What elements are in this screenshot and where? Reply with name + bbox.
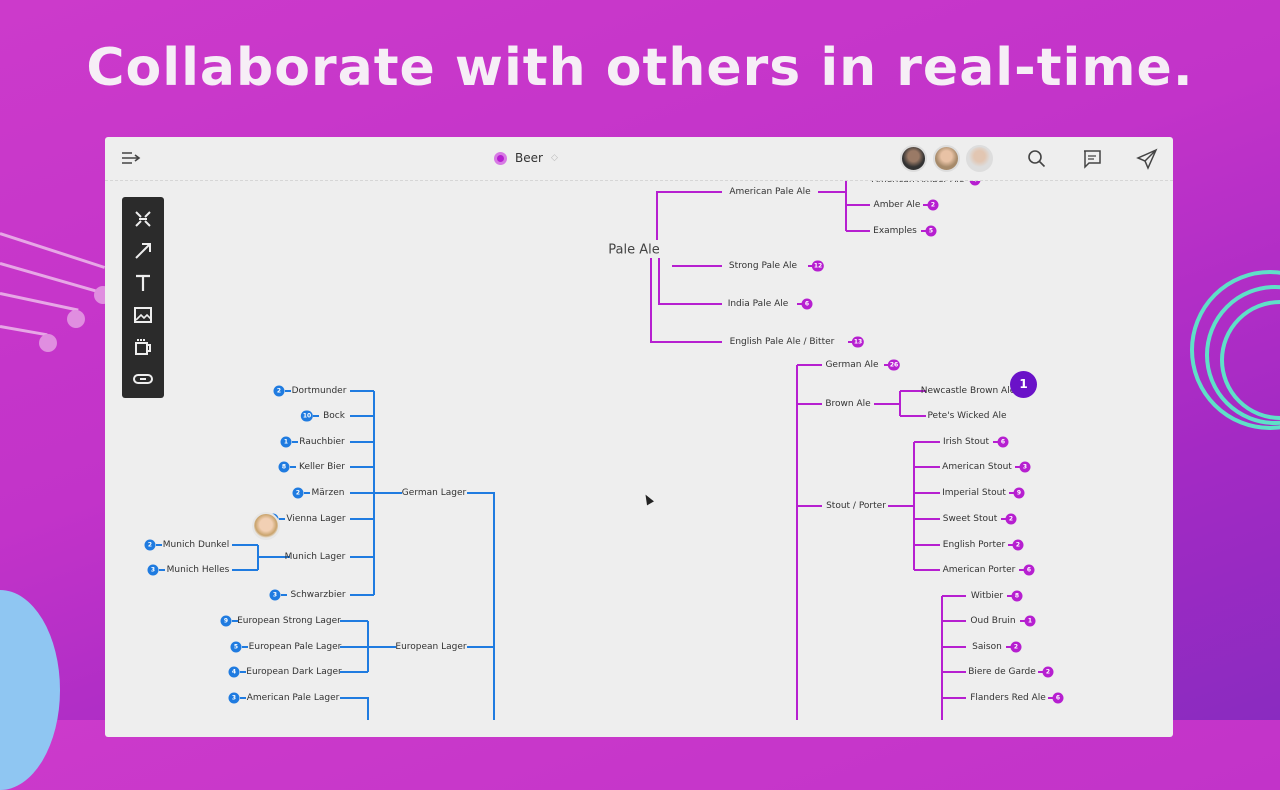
mindmap-node[interactable]: American Pale Ale	[729, 187, 811, 197]
mindmap-node[interactable]: Oud Bruin	[970, 616, 1016, 626]
mindmap-node[interactable]: German Ale	[825, 360, 879, 370]
chevron-down-icon[interactable]: ◇	[550, 153, 558, 163]
comment-icon[interactable]	[1081, 148, 1103, 170]
child-count-badge[interactable]: 4	[969, 181, 981, 186]
mindmap-node[interactable]: European Dark Lager	[246, 667, 342, 677]
mindmap-node[interactable]: Munich Lager	[284, 552, 346, 562]
mindmap-node[interactable]: Dortmunder	[291, 386, 347, 396]
mindmap-node[interactable]: Witbier	[970, 591, 1004, 601]
mindmap-node[interactable]: European Lager	[395, 642, 467, 652]
mindmap-node[interactable]: Vienna Lager	[286, 514, 346, 524]
text-icon[interactable]	[127, 267, 159, 299]
search-icon[interactable]	[1026, 148, 1048, 170]
child-count-badge[interactable]: 1	[1024, 615, 1036, 627]
send-icon[interactable]	[1136, 148, 1158, 170]
tool-palette	[122, 197, 164, 398]
child-count-badge[interactable]: 8	[278, 461, 290, 473]
mindmap-node[interactable]: Stout / Porter	[826, 501, 886, 511]
image-icon[interactable]	[127, 299, 159, 331]
child-count-badge[interactable]: 9	[220, 615, 232, 627]
mug-icon[interactable]	[127, 331, 159, 363]
child-count-badge[interactable]: 2	[927, 199, 939, 211]
mindmap-node[interactable]: Munich Helles	[166, 565, 230, 575]
mindmap-node[interactable]: Märzen	[311, 488, 345, 498]
mindmap-node[interactable]: Examples	[873, 226, 917, 236]
mindmap-canvas[interactable]: American Amber Ale4American Pale AleAmbe…	[105, 181, 1172, 720]
top-bar: Beer ◇	[105, 137, 1173, 181]
menu-icon[interactable]	[121, 151, 141, 165]
child-count-badge[interactable]: 9	[1013, 487, 1025, 499]
mindmap-node[interactable]: English Pale Ale / Bitter	[729, 337, 835, 347]
mindmap-node[interactable]: Rauchbier	[299, 437, 345, 447]
child-count-badge[interactable]: 2	[1010, 641, 1022, 653]
child-count-badge[interactable]: 2	[273, 385, 285, 397]
headline: Collaborate with others in real-time.	[86, 38, 1194, 98]
mindmap-node[interactable]: Brown Ale	[825, 399, 871, 409]
mindmap-node[interactable]: Irish Stout	[942, 437, 990, 447]
mindmap-node[interactable]: Saison	[972, 642, 1002, 652]
mindmap-node[interactable]: Imperial Stout	[942, 488, 1006, 498]
mindmap-node[interactable]: American Amber Ale	[872, 181, 965, 185]
child-count-badge[interactable]: 6	[801, 298, 813, 310]
child-count-badge[interactable]: 3	[1019, 461, 1031, 473]
mindmap-node[interactable]: Pete's Wicked Ale	[927, 411, 1007, 421]
link-icon[interactable]	[127, 363, 159, 395]
mindmap-node[interactable]: Keller Bier	[298, 462, 346, 472]
child-count-badge[interactable]: 3	[147, 564, 159, 576]
child-count-badge[interactable]: 10	[300, 410, 314, 422]
mindmap-node[interactable]: Strong Pale Ale	[728, 261, 798, 271]
child-count-badge[interactable]: 2	[1012, 539, 1024, 551]
collaborator-cursor-avatar	[252, 512, 280, 540]
child-count-badge[interactable]: 12	[811, 260, 825, 272]
mindmap-node[interactable]: Biere de Garde	[968, 667, 1036, 677]
avatar[interactable]	[933, 145, 960, 172]
mindmap-node[interactable]: Newcastle Brown Ale	[920, 386, 1016, 396]
mindmap-node[interactable]: Munich Dunkel	[162, 540, 230, 550]
mindmap-node[interactable]: English Porter	[942, 540, 1006, 550]
child-count-badge[interactable]: 4	[228, 666, 240, 678]
child-count-badge[interactable]: 1	[280, 436, 292, 448]
mindmap-node[interactable]: Flanders Red Ale	[970, 693, 1046, 703]
mindmap-node[interactable]: Schwarzbier	[290, 590, 346, 600]
child-count-badge[interactable]: 6	[1052, 692, 1064, 704]
document-title[interactable]: Beer ◇	[494, 151, 558, 165]
document-title-text: Beer	[515, 151, 543, 165]
child-count-badge[interactable]: 2	[144, 539, 156, 551]
notification-badge[interactable]: 1	[1010, 371, 1037, 398]
child-count-badge[interactable]: 8	[1011, 590, 1023, 602]
child-count-badge[interactable]: 6	[997, 436, 1009, 448]
mindmap-node[interactable]: European Strong Lager	[237, 616, 341, 626]
child-count-badge[interactable]: 3	[228, 692, 240, 704]
child-count-badge[interactable]: 2	[1042, 666, 1054, 678]
mindmap-node[interactable]: American Pale Lager	[246, 693, 340, 703]
lager-connectors	[232, 390, 495, 720]
child-count-badge[interactable]: 2	[292, 487, 304, 499]
mindmap-icon	[494, 151, 507, 165]
collaborators	[900, 145, 993, 172]
mindmap-node[interactable]: European Pale Lager	[248, 642, 342, 652]
child-count-badge[interactable]: 6	[1023, 564, 1035, 576]
mindmap-node[interactable]: German Lager	[401, 488, 467, 498]
avatar[interactable]	[966, 145, 993, 172]
ale-connectors	[650, 181, 966, 720]
mindmap-node[interactable]: Amber Ale	[873, 200, 921, 210]
child-count-badge[interactable]: 3	[269, 589, 281, 601]
mindmap-node[interactable]: American Porter	[942, 565, 1016, 575]
mindmap-node[interactable]: Bock	[323, 411, 345, 421]
child-count-badge[interactable]: 13	[851, 336, 865, 348]
topic-icon[interactable]	[127, 203, 159, 235]
mindmap-node[interactable]: American Stout	[942, 462, 1012, 472]
mindmap-node[interactable]: Pale Ale	[608, 242, 660, 258]
mindmap-node[interactable]: India Pale Ale	[727, 299, 789, 309]
child-count-badge[interactable]: 26	[887, 359, 901, 371]
connectors	[156, 181, 1054, 720]
child-count-badge[interactable]: 2	[1005, 513, 1017, 525]
mindmap-node[interactable]: Sweet Stout	[942, 514, 998, 524]
child-count-badge[interactable]: 5	[925, 225, 937, 237]
arrow-icon[interactable]	[127, 235, 159, 267]
avatar[interactable]	[900, 145, 927, 172]
child-count-badge[interactable]: 5	[230, 641, 242, 653]
